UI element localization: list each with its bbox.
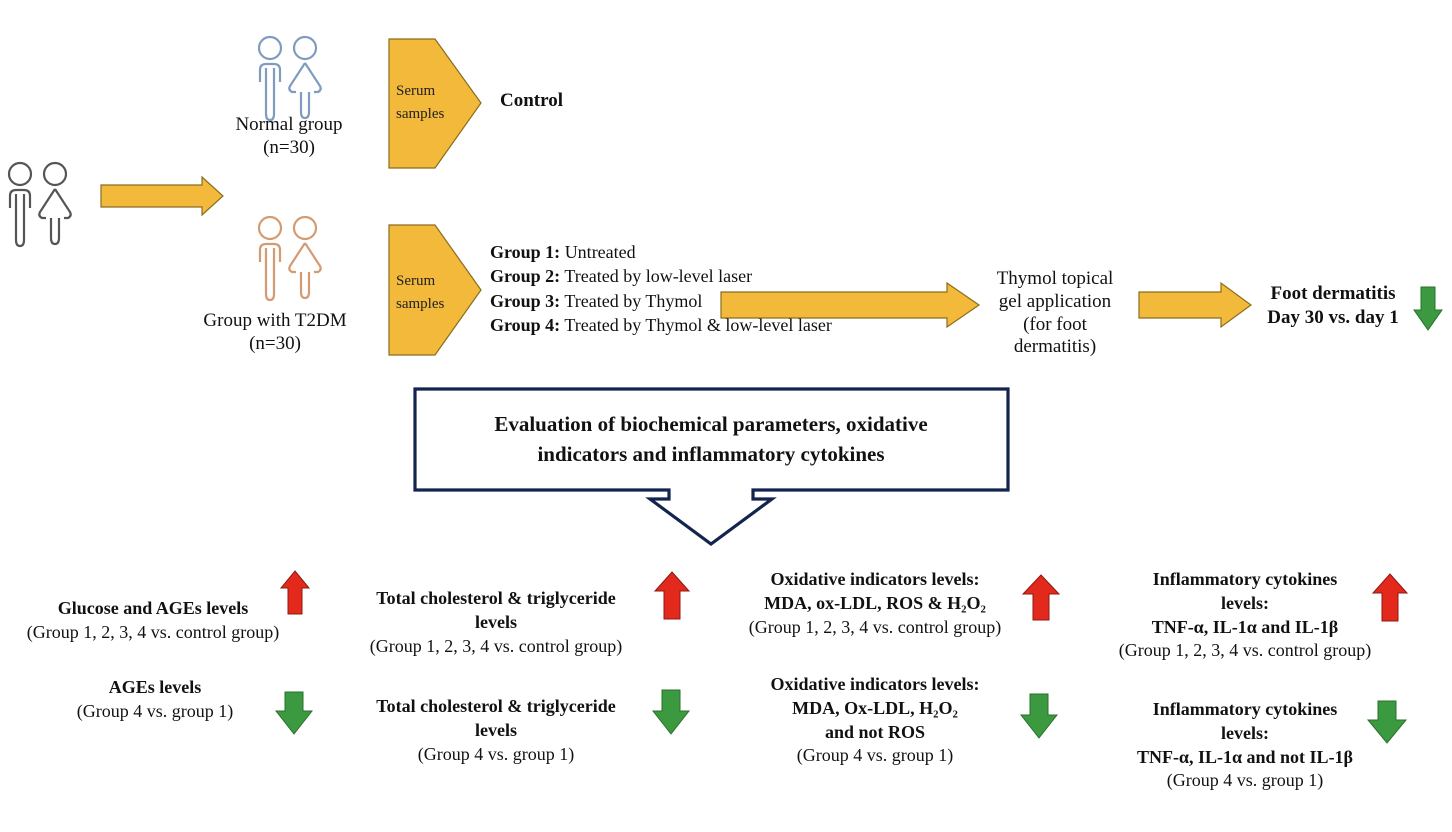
oxidative-up-result: Oxidative indicators levels: MDA, ox-LDL… — [748, 569, 1002, 637]
normal-group-people-icon — [257, 35, 322, 122]
ages-down-result: AGEs levels (Group 4 vs. group 1) — [76, 677, 234, 721]
oxidative-up-arrow-icon — [1021, 574, 1061, 621]
control-label: Control — [500, 90, 563, 111]
treatment-groups-list: Group 1: Untreated Group 2: Treated by l… — [490, 240, 832, 337]
cytokines-down-arrow-icon — [1366, 700, 1408, 744]
oxidative-down-arrow-icon — [1019, 693, 1059, 739]
to-thymol-arrow-icon — [720, 281, 981, 329]
foot-down-arrow-icon — [1413, 286, 1443, 331]
t2dm-group-label: Group with T2DM (n=30) — [203, 310, 347, 354]
thymol-gel-label: Thymol topical gel application (for foot… — [996, 268, 1114, 358]
t2dm-serum-pentagon — [388, 224, 482, 356]
cytokines-down-result: Inflammatory cytokines levels: TNF-α, IL… — [1136, 699, 1354, 791]
population-people-icon — [7, 161, 72, 248]
t2dm-serum-label: Serum samples — [396, 273, 445, 313]
normal-serum-pentagon — [388, 38, 482, 169]
cytokines-up-arrow-icon — [1371, 573, 1409, 622]
lipid-down-result: Total cholesterol & triglyceride levels … — [376, 696, 616, 764]
normal-serum-label: Serum samples — [396, 83, 445, 123]
t2dm-group-people-icon — [257, 215, 322, 302]
lipid-up-result: Total cholesterol & triglyceride levels … — [369, 588, 623, 656]
lipid-up-arrow-icon — [653, 571, 691, 620]
evaluation-title: Evaluation of biochemical parameters, ox… — [494, 411, 928, 466]
lipid-down-arrow-icon — [651, 689, 691, 735]
to-foot-arrow-icon — [1138, 281, 1253, 329]
ages-down-arrow-icon — [274, 691, 314, 735]
group-item: Group 2: Treated by low-level laser — [490, 266, 753, 287]
oxidative-down-result: Oxidative indicators levels: MDA, Ox-LDL… — [770, 674, 980, 766]
group-item: Group 4: Treated by Thymol & low-level l… — [490, 314, 832, 335]
cytokines-up-result: Inflammatory cytokines levels: TNF-α, IL… — [1118, 569, 1372, 661]
foot-dermatitis-label: Foot dermatitis Day 30 vs. day 1 — [1267, 283, 1399, 328]
split-arrow-icon — [100, 175, 224, 217]
group-item: Group 1: Untreated — [490, 242, 636, 262]
normal-group-label: Normal group (n=30) — [235, 114, 343, 158]
evaluation-callout-box — [413, 387, 1010, 546]
glucose-up-result: Glucose and AGEs levels (Group 1, 2, 3, … — [26, 598, 280, 642]
group-item: Group 3: Treated by Thymol — [490, 290, 703, 311]
glucose-up-arrow-icon — [279, 570, 311, 615]
